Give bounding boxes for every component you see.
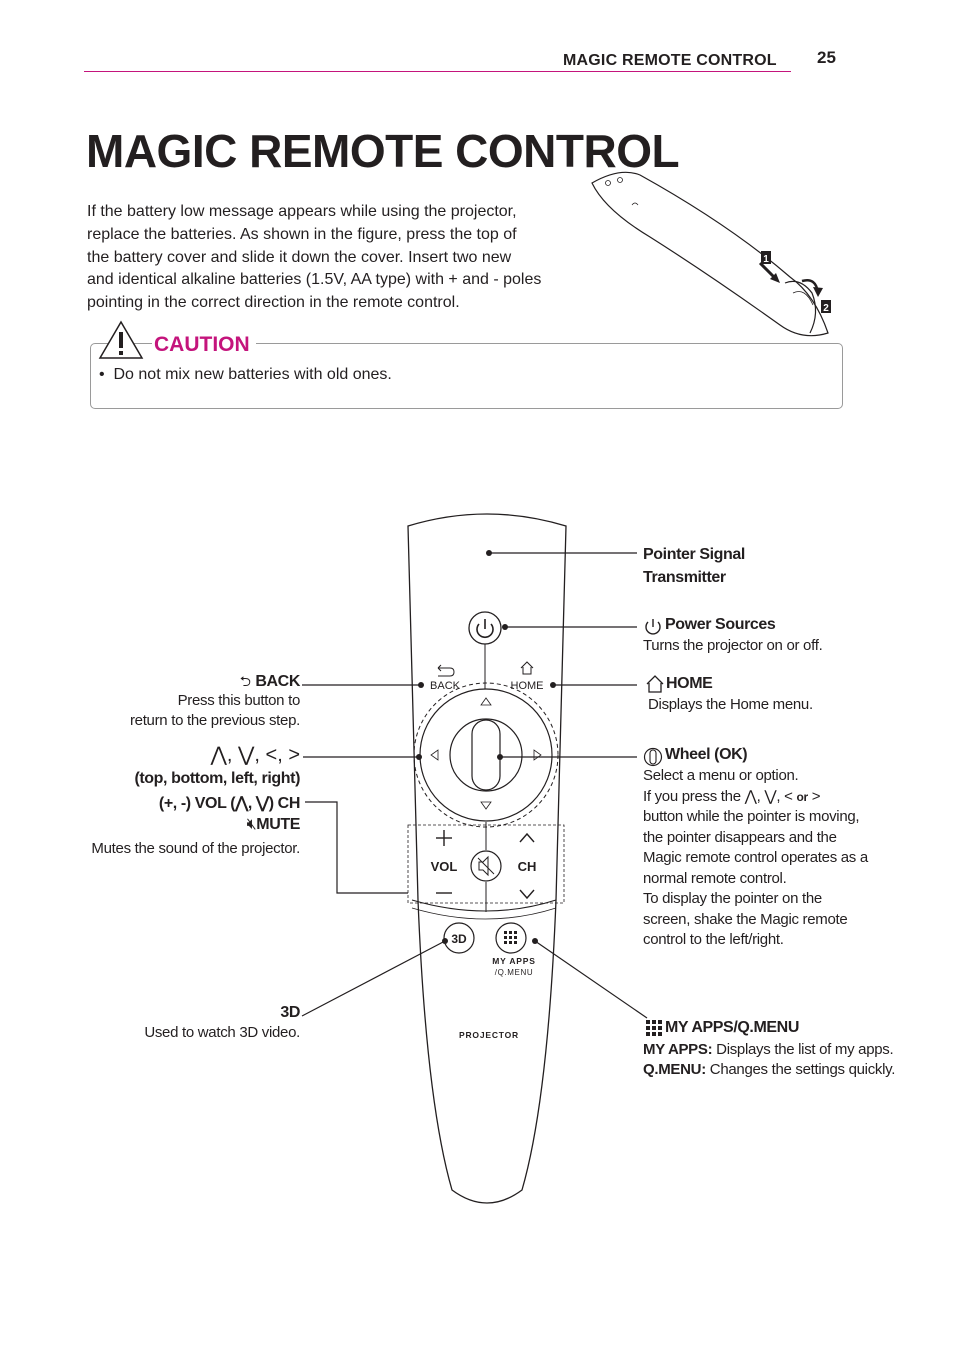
step-2-marker xyxy=(821,300,831,313)
up-chevron-icon: ⋀ xyxy=(744,787,757,805)
page-number: 25 xyxy=(817,48,836,67)
wheel-desc-line: normal remote control. xyxy=(643,869,787,887)
wheel-desc-line: button while the pointer is moving, xyxy=(643,808,860,825)
power-icon xyxy=(476,623,494,639)
home-button[interactable]: HOME xyxy=(511,680,544,692)
wheel-desc-line: screen, shake the Magic remote xyxy=(643,910,848,928)
my-apps-callout-label: MY APPS/Q.MENU xyxy=(665,1019,799,1036)
power-icon xyxy=(645,619,661,635)
vol-ch-label: (+, -) VOL (⋀, ⋁) CH xyxy=(158,795,300,812)
intro-line: If the battery low message appears while… xyxy=(87,203,517,220)
mute-icon: 🔇︎ xyxy=(246,816,257,833)
caution-item: • Do not mix new batteries with old ones… xyxy=(99,366,392,384)
caution-item-text: Do not mix new batteries with old ones. xyxy=(113,366,392,383)
intro-line: and identical alkaline batteries (1.5V, … xyxy=(87,271,542,289)
step-1-label: 1 xyxy=(763,254,769,265)
qmenu-desc: Q.MENU: Changes the settings quickly. xyxy=(643,1061,896,1078)
projector-label: PROJECTOR xyxy=(459,1030,519,1040)
pointer-label-2: Transmitter xyxy=(643,569,726,586)
left-chevron-icon: < xyxy=(784,787,793,805)
back-desc-2: return to the previous step. xyxy=(129,712,300,729)
mute-icon xyxy=(478,855,489,877)
arrow-keys-label: (top, bottom, left, right) xyxy=(134,770,300,787)
3d-leader xyxy=(301,940,446,1017)
wheel-desc-line: If you press the ⋀, ⋁, < or > xyxy=(643,787,821,805)
wheel-desc-line: control to the left/right. xyxy=(643,931,784,948)
3d-button-label: 3D xyxy=(451,932,467,946)
wheel-desc-line: To display the pointer on the xyxy=(643,890,822,907)
power-label: Power Sources xyxy=(665,616,776,633)
home-icon xyxy=(646,675,664,693)
my-apps-leader xyxy=(534,940,648,1019)
running-header: MAGIC REMOTE CONTROL xyxy=(563,52,777,69)
intro-line: pointing in the correct direction in the… xyxy=(87,294,460,312)
grid-icon xyxy=(504,931,517,944)
intro-line: replace the batteries. As shown in the f… xyxy=(87,225,517,243)
up-arrow-icon[interactable] xyxy=(480,697,492,706)
my-apps-desc: MY APPS: Displays the list of my apps. xyxy=(643,1041,894,1058)
home-label: HOME xyxy=(666,675,713,692)
caution-label: CAUTION xyxy=(152,333,256,357)
wheel-desc-line: Select a menu or option. xyxy=(643,767,799,784)
wheel-desc-line: Magic remote control operates as a xyxy=(643,849,868,866)
vol-ch-leader xyxy=(305,801,408,894)
3d-callout-label: 3D xyxy=(280,1004,300,1021)
mute-callout-label: 🔇︎MUTE xyxy=(246,816,301,833)
step-2-label: 2 xyxy=(823,303,829,314)
ch-down-icon[interactable] xyxy=(519,889,535,900)
back-icon xyxy=(437,664,455,677)
bullet: • xyxy=(99,366,114,383)
right-chevron-icon: > xyxy=(811,787,821,805)
wheel-icon xyxy=(643,747,663,767)
qmenu-label: /Q.MENU xyxy=(495,968,533,977)
ch-label: CH xyxy=(518,859,537,874)
warning-triangle-icon xyxy=(98,320,144,359)
down-arrow-icon[interactable] xyxy=(480,801,492,810)
back-callout: ⮌ BACK xyxy=(239,673,301,690)
mute-desc: Mutes the sound of the projector. xyxy=(91,840,300,857)
back-icon: ⮌ xyxy=(239,673,251,689)
back-desc-1: Press this button to xyxy=(177,692,301,709)
back-button[interactable]: BACK xyxy=(430,680,461,692)
step-1-marker xyxy=(761,251,771,264)
wheel-desc-line: the pointer disappears and the xyxy=(643,828,837,846)
ch-up-icon[interactable] xyxy=(519,832,535,843)
intro-line: the battery cover and slide it down the … xyxy=(87,248,512,266)
wheel-desc: Select a menu or option. If you press th… xyxy=(643,766,868,951)
power-desc: Turns the projector on or off. xyxy=(643,637,823,654)
pointer-label-1: Pointer Signal xyxy=(643,546,745,563)
home-desc: Displays the Home menu. xyxy=(648,696,813,713)
battery-cover-figure: 1 2 xyxy=(591,171,831,337)
3d-desc: Used to watch 3D video. xyxy=(144,1024,300,1041)
down-chevron-icon: ⋁ xyxy=(764,787,777,805)
page-title: MAGIC REMOTE CONTROL xyxy=(86,125,680,177)
home-icon xyxy=(520,661,534,675)
caution-box xyxy=(90,343,843,409)
arrow-keys-symbols: ⋀, ⋁, <, > xyxy=(210,744,300,766)
my-apps-label: MY APPS xyxy=(492,956,535,966)
wheel-label: Wheel (OK) xyxy=(665,746,748,763)
left-arrow-icon[interactable] xyxy=(430,749,439,761)
intro-paragraph: If the battery low message appears while… xyxy=(87,201,587,315)
vol-label: VOL xyxy=(431,859,458,874)
header-rule xyxy=(84,71,791,72)
3d-button[interactable] xyxy=(443,922,475,954)
wheel-ok-button[interactable] xyxy=(471,719,501,791)
grid-icon xyxy=(646,1020,662,1036)
